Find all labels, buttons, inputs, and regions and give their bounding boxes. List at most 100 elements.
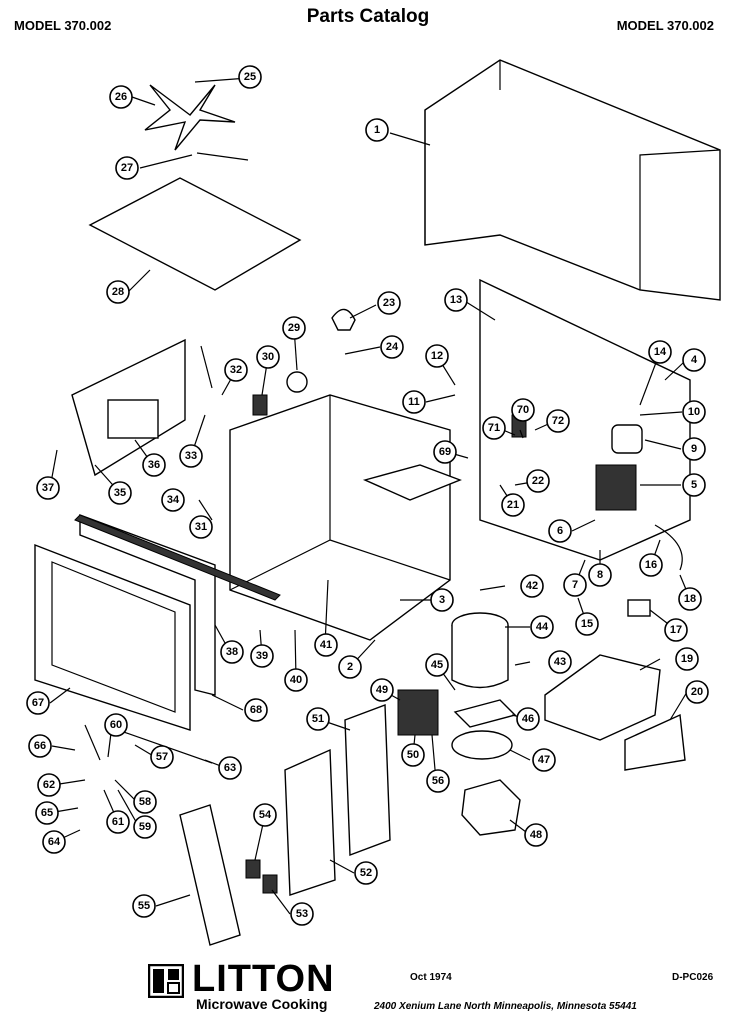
callout: 5 bbox=[682, 473, 706, 497]
callout: 9 bbox=[682, 437, 706, 461]
svg-text:58: 58 bbox=[139, 796, 151, 808]
callout: 40 bbox=[284, 668, 308, 692]
svg-text:50: 50 bbox=[407, 749, 419, 761]
callout: 13 bbox=[444, 288, 468, 312]
callout: 29 bbox=[282, 316, 306, 340]
svg-text:2: 2 bbox=[347, 661, 353, 673]
callout: 31 bbox=[189, 515, 213, 539]
part-switch-54 bbox=[245, 859, 261, 879]
svg-text:45: 45 bbox=[431, 659, 443, 671]
callout: 62 bbox=[37, 773, 61, 797]
svg-text:69: 69 bbox=[439, 446, 451, 458]
catalog-date: Oct 1974 bbox=[410, 972, 452, 983]
model-label-left: MODEL 370.002 bbox=[14, 18, 112, 33]
part-fan-plate bbox=[88, 177, 302, 291]
callout: 32 bbox=[224, 358, 248, 382]
part-front-panel bbox=[284, 748, 336, 896]
callout: 69 bbox=[433, 440, 457, 464]
svg-text:48: 48 bbox=[530, 829, 542, 841]
svg-text:15: 15 bbox=[581, 618, 593, 630]
callout: 6 bbox=[548, 519, 572, 543]
callout: 42 bbox=[520, 574, 544, 598]
callout: 28 bbox=[106, 280, 130, 304]
svg-text:53: 53 bbox=[296, 908, 308, 920]
part-waveguide bbox=[362, 464, 462, 501]
callout: 46 bbox=[516, 707, 540, 731]
svg-text:72: 72 bbox=[552, 415, 564, 427]
svg-text:31: 31 bbox=[195, 521, 207, 533]
callout: 47 bbox=[532, 748, 556, 772]
svg-text:51: 51 bbox=[312, 713, 324, 725]
part-control-board bbox=[453, 699, 517, 728]
svg-text:25: 25 bbox=[244, 71, 256, 83]
callout: 64 bbox=[42, 830, 66, 854]
svg-text:40: 40 bbox=[290, 674, 302, 686]
part-control-panel bbox=[344, 704, 391, 856]
svg-text:24: 24 bbox=[386, 341, 399, 353]
svg-text:39: 39 bbox=[256, 650, 268, 662]
svg-text:9: 9 bbox=[691, 443, 697, 455]
callout: 57 bbox=[150, 745, 174, 769]
callout: 36 bbox=[142, 453, 166, 477]
part-bracket-19 bbox=[544, 654, 661, 741]
svg-text:67: 67 bbox=[32, 697, 44, 709]
svg-text:22: 22 bbox=[532, 475, 544, 487]
callout: 71 bbox=[482, 416, 506, 440]
svg-text:19: 19 bbox=[681, 653, 693, 665]
svg-text:4: 4 bbox=[691, 354, 698, 366]
callout: 58 bbox=[133, 790, 157, 814]
callout: 66 bbox=[28, 734, 52, 758]
callout: 60 bbox=[104, 713, 128, 737]
callout: 43 bbox=[548, 650, 572, 674]
callout: 59 bbox=[133, 815, 157, 839]
callout: 21 bbox=[501, 493, 525, 517]
part-capacitor-9 bbox=[611, 424, 643, 454]
callout: 17 bbox=[664, 618, 688, 642]
callout: 49 bbox=[370, 678, 394, 702]
callout: 4 bbox=[682, 348, 706, 372]
svg-text:44: 44 bbox=[536, 621, 549, 633]
svg-text:60: 60 bbox=[110, 719, 122, 731]
callout: 54 bbox=[253, 803, 277, 827]
callout: 11 bbox=[402, 390, 426, 414]
svg-text:32: 32 bbox=[230, 364, 242, 376]
svg-text:18: 18 bbox=[684, 593, 696, 605]
model-label-right: MODEL 370.002 bbox=[616, 18, 714, 33]
callout: 44 bbox=[530, 615, 554, 639]
callout: 2 bbox=[338, 655, 362, 679]
svg-text:70: 70 bbox=[517, 404, 529, 416]
svg-text:21: 21 bbox=[507, 499, 519, 511]
callout: 38 bbox=[220, 640, 244, 664]
svg-text:37: 37 bbox=[42, 482, 54, 494]
svg-text:5: 5 bbox=[691, 479, 697, 491]
svg-text:49: 49 bbox=[376, 684, 388, 696]
svg-text:54: 54 bbox=[259, 809, 272, 821]
part-bulb-23 bbox=[331, 308, 356, 331]
callout: 12 bbox=[425, 344, 449, 368]
svg-text:65: 65 bbox=[41, 807, 53, 819]
svg-text:1: 1 bbox=[374, 124, 380, 136]
svg-text:38: 38 bbox=[226, 646, 238, 658]
part-blower bbox=[461, 779, 521, 836]
page-title: Parts Catalog bbox=[306, 6, 430, 27]
part-switch-53 bbox=[262, 874, 278, 894]
svg-text:29: 29 bbox=[288, 322, 300, 334]
svg-text:56: 56 bbox=[432, 775, 444, 787]
callout: 70 bbox=[511, 398, 535, 422]
svg-text:6: 6 bbox=[557, 525, 563, 537]
callout: 24 bbox=[380, 335, 404, 359]
part-plug-17 bbox=[627, 599, 651, 617]
svg-text:10: 10 bbox=[688, 406, 700, 418]
part-transformer bbox=[397, 689, 439, 736]
callout: 52 bbox=[354, 861, 378, 885]
svg-text:46: 46 bbox=[522, 713, 534, 725]
parts-artwork bbox=[34, 59, 721, 946]
svg-text:42: 42 bbox=[526, 580, 538, 592]
callout: 19 bbox=[675, 647, 699, 671]
callout: 18 bbox=[678, 587, 702, 611]
callout: 53 bbox=[290, 902, 314, 926]
part-bracket-20 bbox=[624, 713, 686, 771]
svg-text:13: 13 bbox=[450, 294, 462, 306]
svg-text:16: 16 bbox=[645, 559, 657, 571]
svg-text:64: 64 bbox=[48, 836, 61, 848]
